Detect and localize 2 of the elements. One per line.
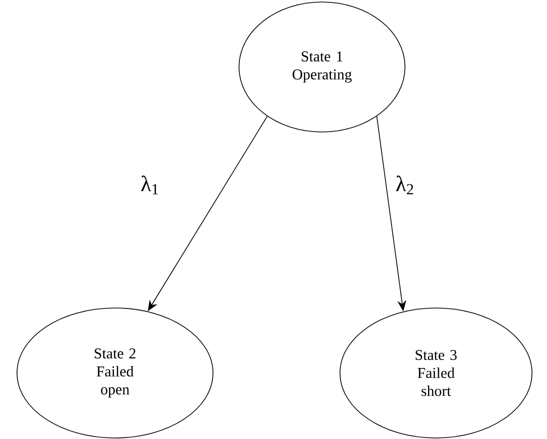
edge-label: λ$_{1}$ <box>141 176 158 194</box>
edge-label: λ$_{2}$ <box>396 176 414 194</box>
